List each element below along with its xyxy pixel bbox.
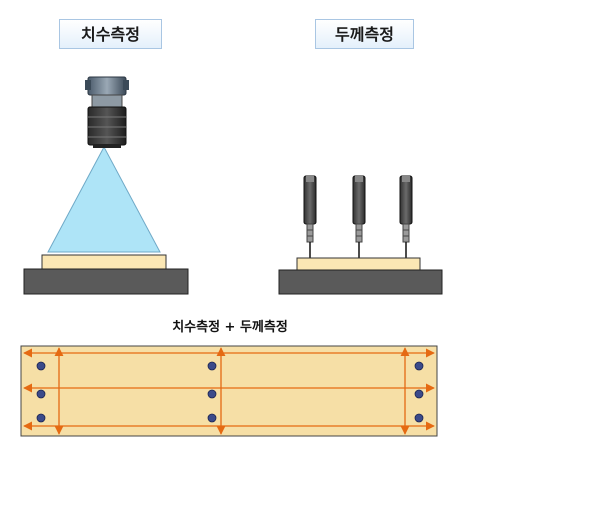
camera-icon xyxy=(85,76,129,148)
displacement-sensor-icon xyxy=(352,175,366,258)
combined-label: 치수측정 + 두께측정 xyxy=(172,320,288,335)
displacement-sensor-icon xyxy=(303,175,317,258)
dimension-label: 치수측정 xyxy=(59,19,162,49)
thickness-label: 두께측정 xyxy=(315,19,414,49)
sample-right xyxy=(296,257,421,271)
displacement-sensor-icon xyxy=(399,175,413,258)
camera-beam xyxy=(47,145,161,253)
combined-board xyxy=(20,345,438,437)
thickness-points xyxy=(36,361,424,423)
dimension-setup xyxy=(23,76,189,295)
base-left xyxy=(23,268,189,295)
sample-left xyxy=(41,254,167,270)
base-right xyxy=(278,269,443,295)
thickness-setup xyxy=(278,175,443,295)
